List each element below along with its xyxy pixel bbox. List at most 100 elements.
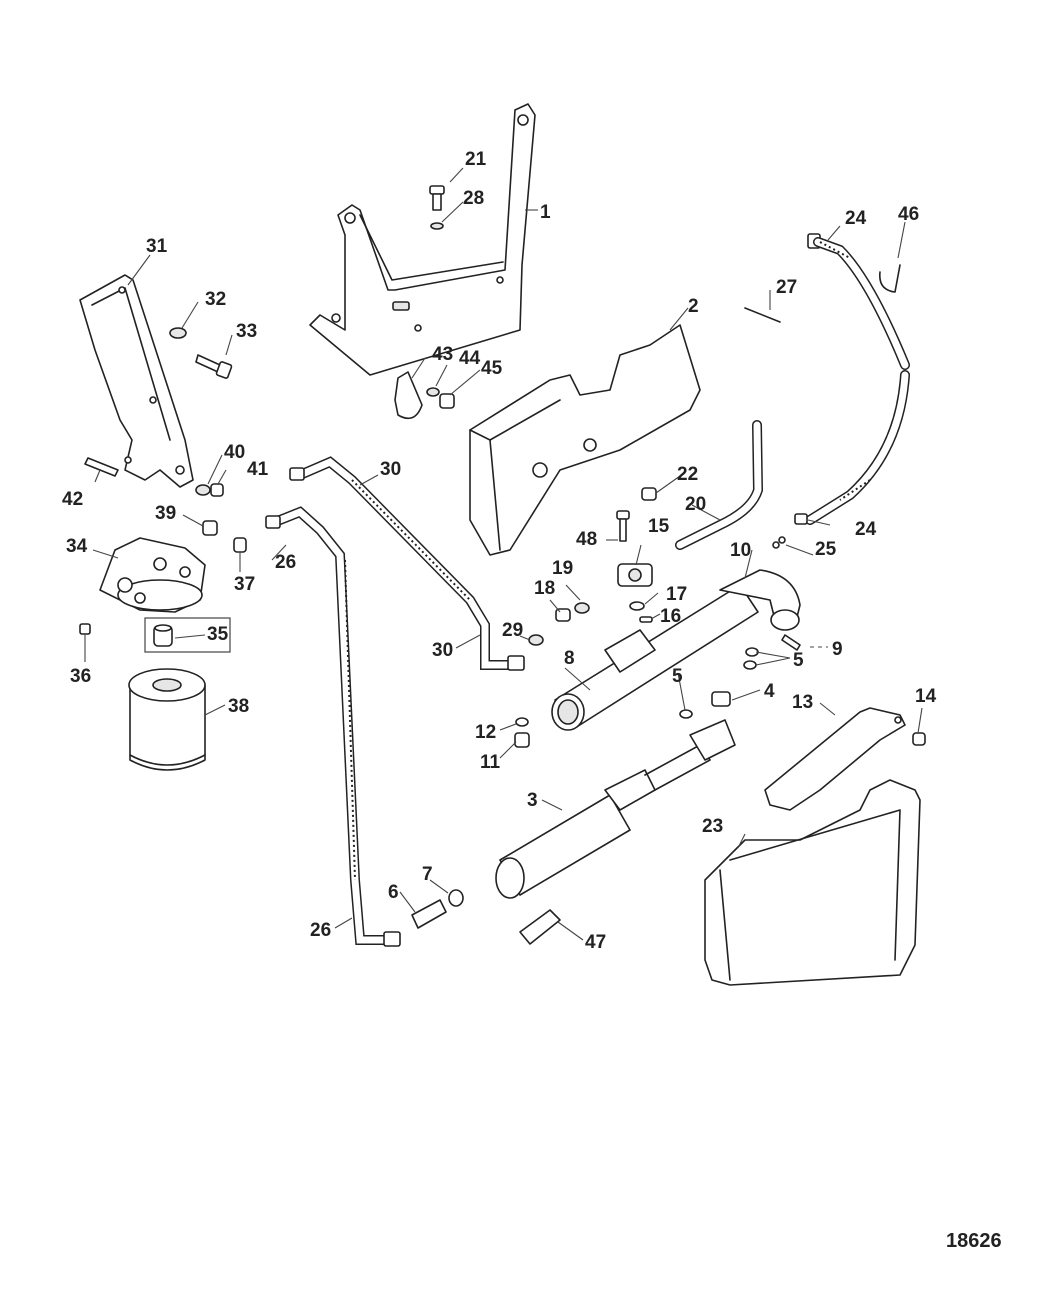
part-45-nut (439, 393, 455, 409)
part-48-bolt (616, 510, 630, 542)
part-39-fitting (202, 520, 218, 536)
callout-40: 40 (224, 442, 245, 463)
callout-3: 3 (527, 790, 538, 811)
part-6-fitting (411, 899, 447, 929)
callout-23: 23 (702, 816, 723, 837)
callout-24-b: 24 (855, 519, 877, 540)
part-44-washer (426, 387, 440, 397)
callout-12: 12 (475, 722, 496, 743)
part-34-filter-head (99, 537, 206, 613)
callout-2: 2 (688, 296, 699, 317)
part-4-fitting (711, 691, 731, 707)
part-12-oring (515, 717, 529, 727)
part-15-sender (617, 563, 653, 587)
part-11-valve (514, 732, 530, 748)
callout-31: 31 (146, 236, 168, 257)
part-32-washer (169, 327, 187, 339)
callout-14: 14 (915, 686, 937, 707)
part-26-fuel-line (265, 506, 401, 947)
part-1-mounting-bracket (309, 103, 536, 376)
callout-18: 18 (534, 578, 555, 599)
part-13-bracket (764, 707, 906, 811)
part-28-washer (430, 222, 444, 230)
part-5-orings (679, 647, 759, 719)
callout-34: 34 (66, 536, 88, 557)
callout-43: 43 (432, 344, 453, 365)
part-8-fuel-rail (551, 584, 759, 731)
callout-35: 35 (207, 624, 229, 645)
part-27-cable-tie (744, 307, 781, 323)
part-31-side-bracket (79, 274, 194, 488)
callout-30-a: 30 (380, 459, 401, 480)
part-7-washer (448, 889, 464, 907)
callout-26-a: 26 (275, 552, 296, 573)
callout-46: 46 (898, 204, 919, 225)
callout-9: 9 (832, 639, 843, 660)
part-24-hose-upper (807, 233, 910, 370)
part-41-nut (210, 483, 224, 497)
part-23-tray (704, 779, 921, 986)
part-18-screw (555, 608, 571, 622)
callout-28: 28 (463, 188, 484, 209)
part-40-washer (195, 484, 211, 496)
callout-48: 48 (576, 529, 597, 550)
callout-21: 21 (465, 149, 487, 170)
callout-36: 36 (70, 666, 91, 687)
callout-7: 7 (422, 864, 433, 885)
part-25-fittings (772, 536, 786, 549)
part-36-plug (79, 623, 91, 635)
callout-29: 29 (502, 620, 523, 641)
callout-numbers: 1 2 3 4 5 5 6 7 8 9 10 11 12 13 14 15 16… (62, 149, 937, 953)
callout-44: 44 (459, 348, 481, 369)
callout-32: 32 (205, 289, 226, 310)
part-16-pin (639, 616, 653, 623)
callout-25: 25 (815, 539, 837, 560)
callout-38: 38 (228, 696, 249, 717)
part-14-nut (912, 732, 926, 746)
callout-37: 37 (234, 574, 255, 595)
callout-24-a: 24 (845, 208, 867, 229)
part-9-screw (781, 634, 801, 651)
callout-45: 45 (481, 358, 503, 379)
part-20-tube (675, 420, 764, 550)
part-46-clip (878, 264, 901, 293)
callout-6: 6 (388, 882, 399, 903)
part-19-washer (574, 602, 590, 614)
callout-5-a: 5 (793, 650, 804, 671)
callout-42: 42 (62, 489, 83, 510)
part-24-hose-lower (794, 370, 910, 525)
part-2-cover (469, 324, 701, 556)
callout-26-b: 26 (310, 920, 331, 941)
leader-lines (84, 167, 923, 941)
part-17-oring (629, 601, 645, 611)
part-21-bolt (429, 185, 445, 211)
callout-17: 17 (666, 584, 687, 605)
callout-11: 11 (480, 752, 501, 773)
diagram-reference-number: 18626 (946, 1230, 1002, 1252)
callout-16: 16 (660, 606, 681, 627)
part-33-bolt (195, 354, 233, 379)
callout-27: 27 (776, 277, 797, 298)
callout-47: 47 (585, 932, 606, 953)
callout-13: 13 (792, 692, 813, 713)
callout-22: 22 (677, 464, 698, 485)
part-3-fuel-pump (495, 719, 736, 899)
callout-39: 39 (155, 503, 176, 524)
part-30-fuel-line (289, 456, 525, 671)
callout-10: 10 (730, 540, 751, 561)
part-47-sealant-tube (519, 909, 561, 945)
part-42-stud (84, 457, 119, 477)
callout-5-b: 5 (672, 666, 683, 687)
callout-20: 20 (685, 494, 706, 515)
part-22-screw (641, 487, 657, 501)
callout-19: 19 (552, 558, 573, 579)
part-29-washer (528, 634, 544, 646)
callout-41: 41 (247, 459, 269, 480)
part-38-fuel-filter (128, 668, 206, 771)
part-37-plug (233, 537, 247, 553)
callout-1: 1 (540, 202, 551, 223)
part-43-clamp (394, 371, 423, 420)
part-35-adapter (144, 617, 231, 653)
callout-8: 8 (564, 648, 575, 669)
